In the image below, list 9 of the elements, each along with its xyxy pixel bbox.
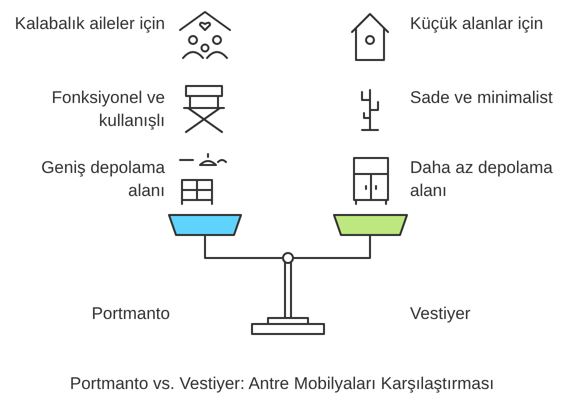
feature-text: Geniş depolama alanı: [40, 157, 165, 202]
side-label: Vestiyer: [410, 303, 472, 325]
side-label: Portmanto: [90, 303, 170, 325]
feature-text: Fonksiyonel ve kullanışlı: [50, 87, 165, 132]
feature-text: Sade ve minimalist: [410, 87, 554, 109]
caption: Portmanto vs. Vestiyer: Antre Mobilyaları Karşılaştırması: [68, 373, 496, 395]
feature-text: Kalabalık aileler için: [14, 13, 165, 35]
feature-text: Küçük alanlar için: [410, 13, 544, 35]
feature-text: Daha az depolama alanı: [410, 157, 554, 202]
